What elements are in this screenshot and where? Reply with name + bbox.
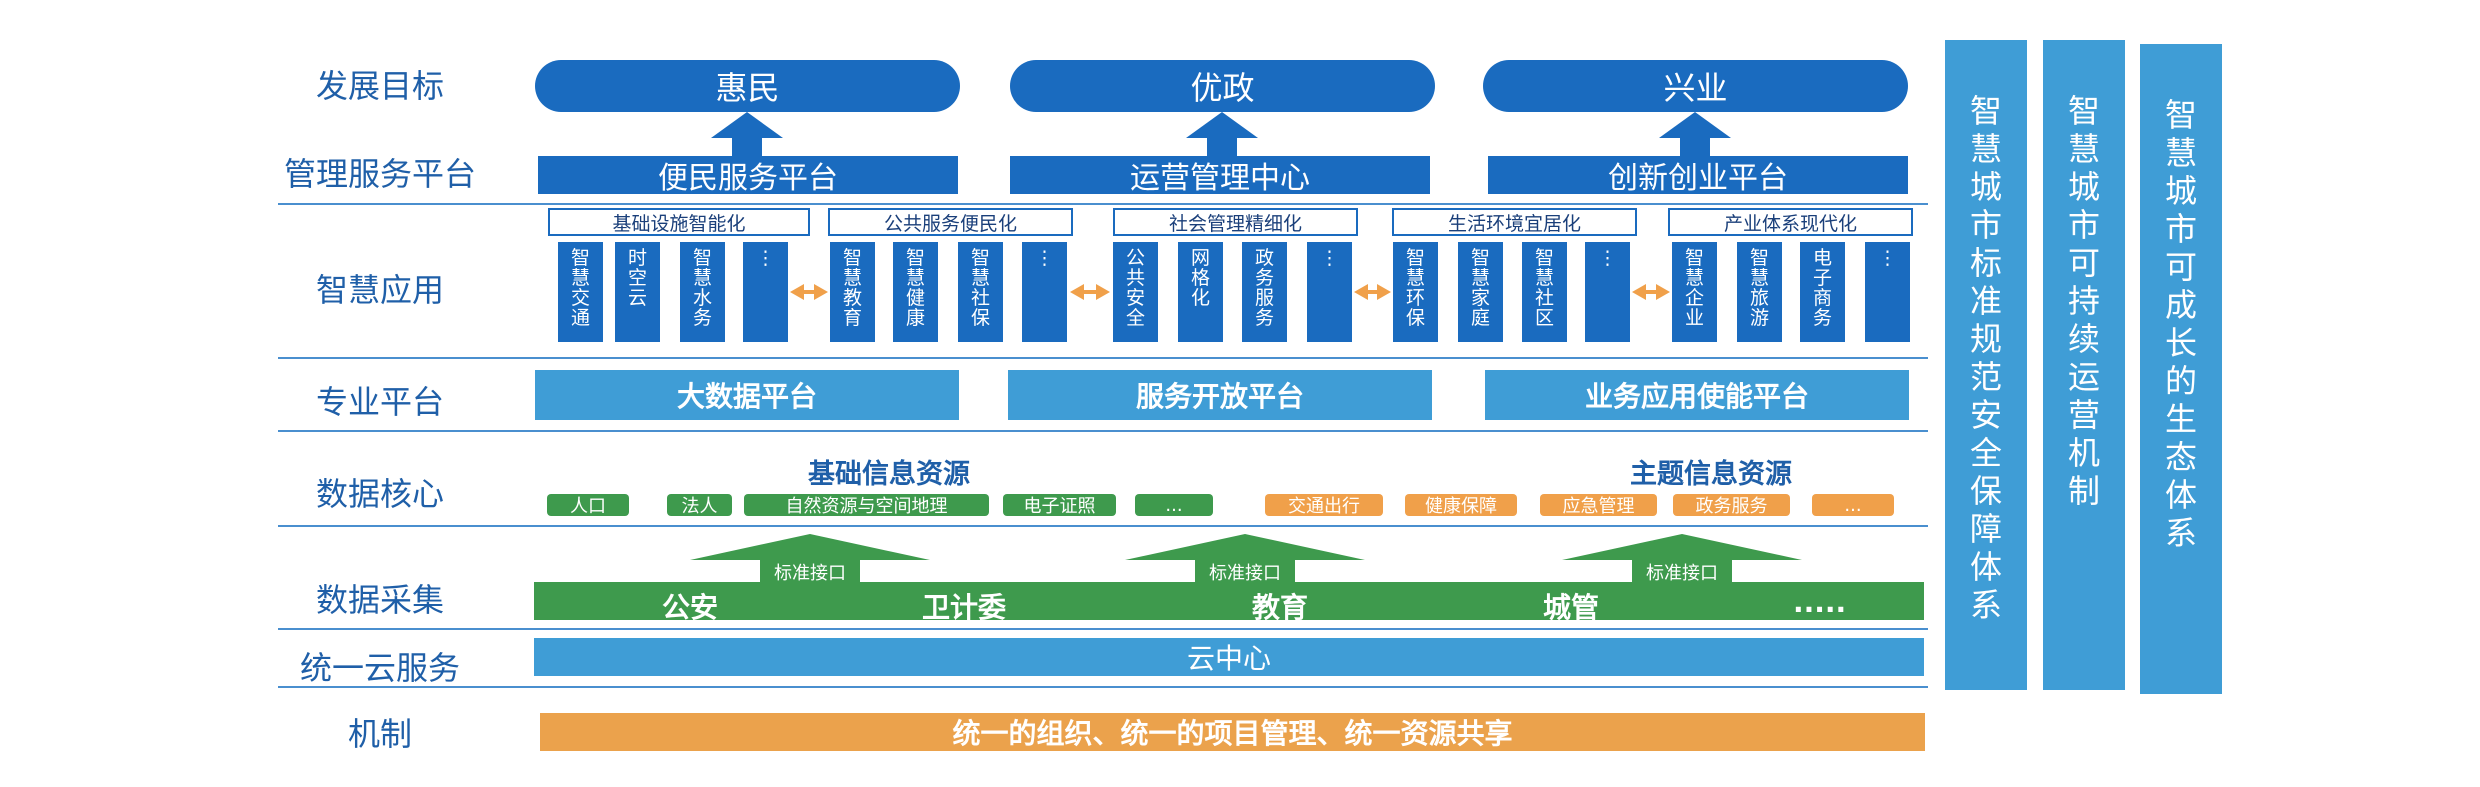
- resource-population: 人口: [547, 494, 629, 517]
- app-more: ⋮: [1022, 242, 1067, 342]
- row-label-mechanism: 机制: [347, 715, 412, 753]
- resource-natural-geo: 自然资源与空间地理: [744, 494, 989, 517]
- source-more: .....: [1793, 586, 1847, 619]
- app-grid-management: 网格化: [1178, 242, 1223, 342]
- app-more: ⋮: [1865, 242, 1910, 342]
- category-social-management: 社会管理精细化: [1113, 208, 1358, 236]
- app-smart-education: 智慧教育: [830, 242, 875, 342]
- resource-emergency: 应急管理: [1540, 494, 1657, 517]
- app-more: ⋮: [1307, 242, 1352, 342]
- double-arrow-icon: [1632, 284, 1670, 300]
- source-health-commission: 卫计委: [922, 591, 1007, 624]
- side-column-operations: 智慧城市可持续运营机制: [2043, 40, 2125, 690]
- app-smart-community: 智慧社区: [1522, 242, 1567, 342]
- app-smart-health: 智慧健康: [893, 242, 938, 342]
- source-education: 教育: [1252, 591, 1309, 624]
- separator-line: [278, 203, 1928, 205]
- side-column-ecosystem: 智慧城市可成长的生态体系: [2140, 44, 2222, 694]
- category-public-service: 公共服务便民化: [828, 208, 1073, 236]
- resource-more: ...: [1812, 494, 1894, 516]
- category-industry: 产业体系现代化: [1668, 208, 1913, 236]
- goal-xingye: 兴业: [1483, 60, 1908, 112]
- separator-line: [278, 357, 1928, 359]
- resource-e-license: 电子证照: [1003, 494, 1116, 517]
- row-label-data-core: 数据核心: [315, 475, 444, 513]
- row-label-data-collection: 数据采集: [315, 581, 444, 619]
- up-arrow-stem: [1680, 136, 1710, 156]
- row-label-service-platform: 管理服务平台: [283, 155, 476, 193]
- row-label-smart-apps: 智慧应用: [315, 271, 444, 309]
- platform-convenience: 便民服务平台: [538, 156, 958, 196]
- platform-innovation: 创新创业平台: [1488, 156, 1908, 196]
- app-spatiotemporal-cloud: 时空云: [615, 242, 660, 342]
- double-arrow-icon: [1070, 284, 1110, 300]
- goal-youzheng: 优政: [1010, 60, 1435, 112]
- double-arrow-icon: [1354, 284, 1391, 300]
- source-police: 公安: [662, 591, 719, 624]
- pro-platform-service-open: 服务开放平台: [1008, 370, 1432, 420]
- interface-arrow-icon: [690, 534, 930, 560]
- app-smart-transport: 智慧交通: [558, 242, 603, 342]
- app-government-service: 政务服务: [1242, 242, 1287, 342]
- app-e-commerce: 电子商务: [1800, 242, 1845, 342]
- basic-resources-title: 基础信息资源: [808, 459, 970, 490]
- row-label-goals: 发展目标: [315, 67, 444, 105]
- interface-label: 标准接口: [760, 558, 860, 586]
- up-arrow-stem: [1207, 136, 1237, 156]
- theme-resources-title: 主题信息资源: [1630, 459, 1792, 490]
- interface-label: 标准接口: [1195, 558, 1295, 586]
- up-arrow-icon: [711, 112, 783, 138]
- platform-operations: 运营管理中心: [1010, 156, 1430, 196]
- row-label-cloud: 统一云服务: [299, 649, 460, 687]
- cloud-center: 云中心: [534, 638, 1924, 676]
- separator-line: [278, 525, 1928, 527]
- interface-arrow-icon: [1562, 534, 1802, 560]
- interface-arrow-icon: [1125, 534, 1365, 560]
- pro-platform-business-enable: 业务应用使能平台: [1485, 370, 1909, 420]
- up-arrow-icon: [1659, 112, 1731, 138]
- app-smart-tourism: 智慧旅游: [1737, 242, 1782, 342]
- resource-legal-person: 法人: [667, 494, 732, 517]
- resource-gov-service: 政务服务: [1673, 494, 1790, 517]
- separator-line: [278, 628, 1928, 630]
- resource-health: 健康保障: [1405, 494, 1517, 517]
- interface-label: 标准接口: [1632, 558, 1732, 586]
- app-smart-enterprise: 智慧企业: [1672, 242, 1717, 342]
- resource-traffic: 交通出行: [1265, 494, 1383, 517]
- app-public-safety: 公共安全: [1113, 242, 1158, 342]
- separator-line: [278, 430, 1928, 432]
- category-living-environment: 生活环境宜居化: [1392, 208, 1637, 236]
- app-more: ⋮: [743, 242, 788, 342]
- pro-platform-big-data: 大数据平台: [535, 370, 959, 420]
- app-smart-home: 智慧家庭: [1458, 242, 1503, 342]
- mechanism-bar: 统一的组织、统一的项目管理、统一资源共享: [540, 713, 1925, 751]
- double-arrow-icon: [790, 284, 828, 300]
- app-more: ⋮: [1585, 242, 1630, 342]
- data-source-bar: [534, 582, 1924, 620]
- goal-huimin: 惠民: [535, 60, 960, 112]
- separator-line: [278, 686, 1928, 688]
- source-urban-management: 城管: [1543, 591, 1600, 624]
- app-smart-social-security: 智慧社保: [958, 242, 1003, 342]
- up-arrow-icon: [1186, 112, 1258, 138]
- side-column-standards: 智慧城市标准规范安全保障体系: [1945, 40, 2027, 690]
- resource-more: ...: [1135, 494, 1213, 516]
- app-smart-water: 智慧水务: [680, 242, 725, 342]
- row-label-pro-platform: 专业平台: [315, 383, 444, 421]
- category-infrastructure: 基础设施智能化: [548, 208, 810, 236]
- up-arrow-stem: [732, 136, 762, 156]
- app-smart-environment: 智慧环保: [1393, 242, 1438, 342]
